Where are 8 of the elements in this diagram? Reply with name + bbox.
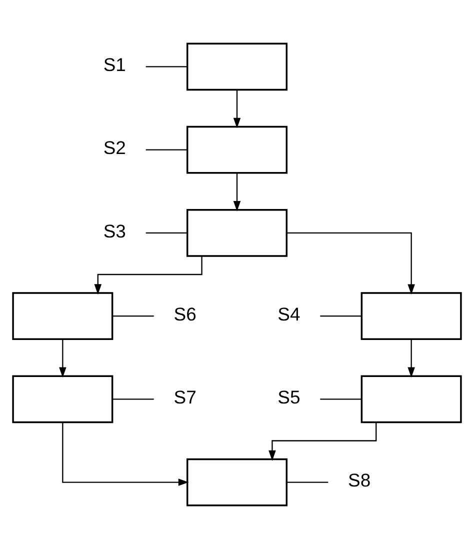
node-text: S3 (103, 220, 126, 242)
node-text: S6 (174, 303, 196, 324)
node-text: S8 (348, 470, 371, 491)
node-text: S4 (278, 303, 300, 324)
node-text: S1 (103, 54, 126, 76)
node-text: S7 (174, 386, 196, 408)
node-text: S2 (103, 137, 126, 158)
node-text: S5 (278, 386, 300, 408)
